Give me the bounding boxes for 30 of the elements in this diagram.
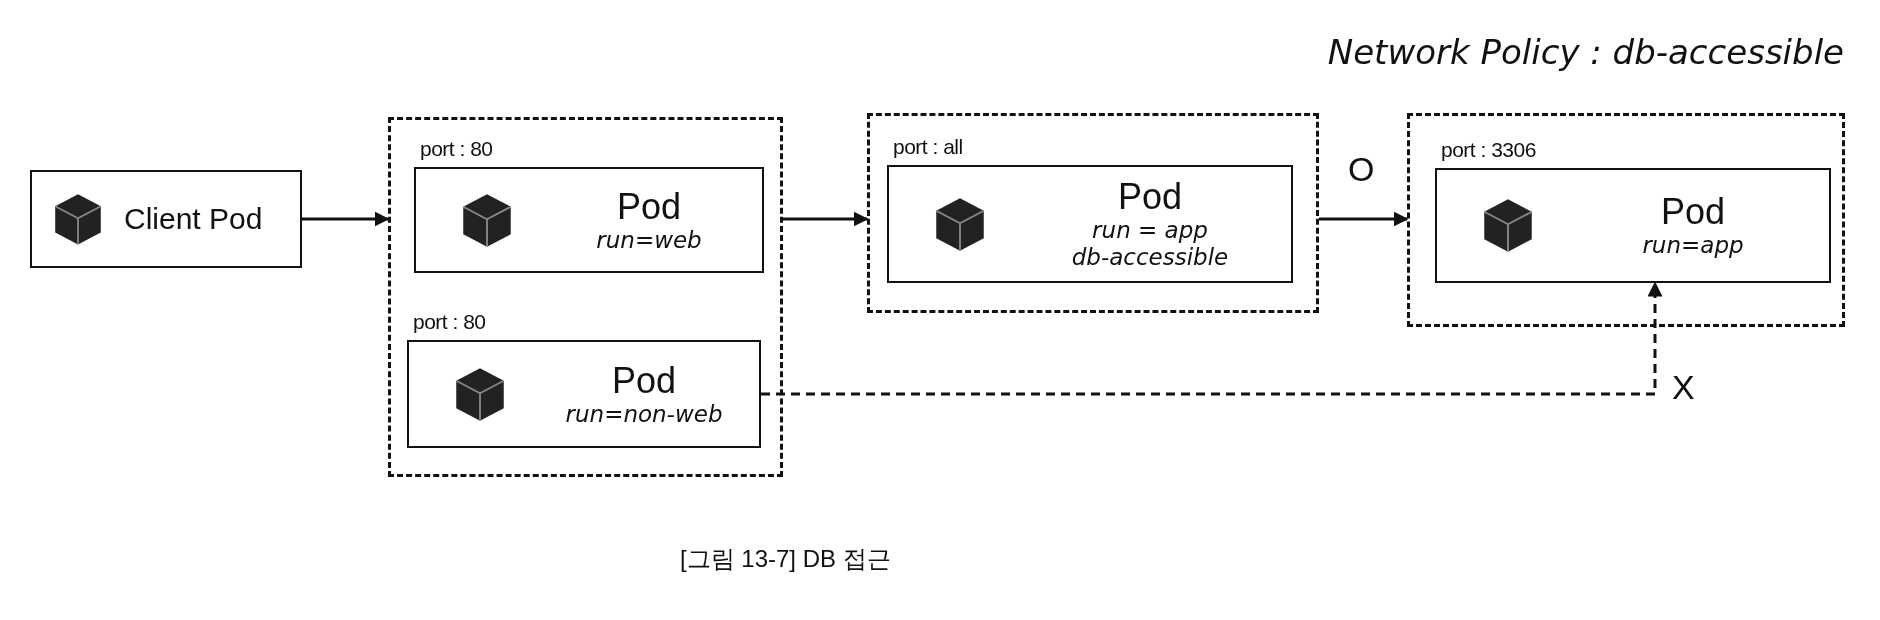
pod-box — [887, 165, 1293, 283]
title: Network Policy : db-accessible — [1327, 32, 1844, 72]
pod-label: db-accessible — [1071, 244, 1229, 271]
edge-label: X — [1672, 368, 1695, 407]
port-label: port : 3306 — [1441, 138, 1536, 162]
port-label: port : 80 — [420, 137, 493, 161]
arrow — [761, 281, 1663, 396]
group-box — [1407, 113, 1845, 327]
arrow — [783, 211, 869, 227]
arrow — [1319, 211, 1409, 227]
group-box — [867, 113, 1319, 313]
pod-title: Pod — [1117, 177, 1183, 217]
pod-label: run = app — [1092, 217, 1208, 244]
pod-box — [30, 170, 302, 268]
port-label: port : all — [893, 135, 963, 159]
port-label: port : 80 — [413, 310, 486, 334]
arrow — [302, 211, 390, 227]
pod-title: Pod — [1660, 192, 1726, 232]
pod-box — [1435, 168, 1831, 283]
pod-label: run=non-web — [565, 400, 723, 428]
edge-label: O — [1348, 150, 1375, 189]
caption: [그림 13-7] DB 접근 — [680, 544, 891, 574]
pod-name: Client Pod — [124, 202, 263, 236]
pod-label: run=web — [596, 226, 702, 254]
group-box — [388, 117, 783, 477]
pod-title: Pod — [616, 186, 682, 227]
pod-box — [414, 167, 764, 273]
pod-box — [407, 340, 761, 448]
pod-label: run=app — [1642, 232, 1744, 259]
pod-title: Pod — [611, 360, 677, 401]
